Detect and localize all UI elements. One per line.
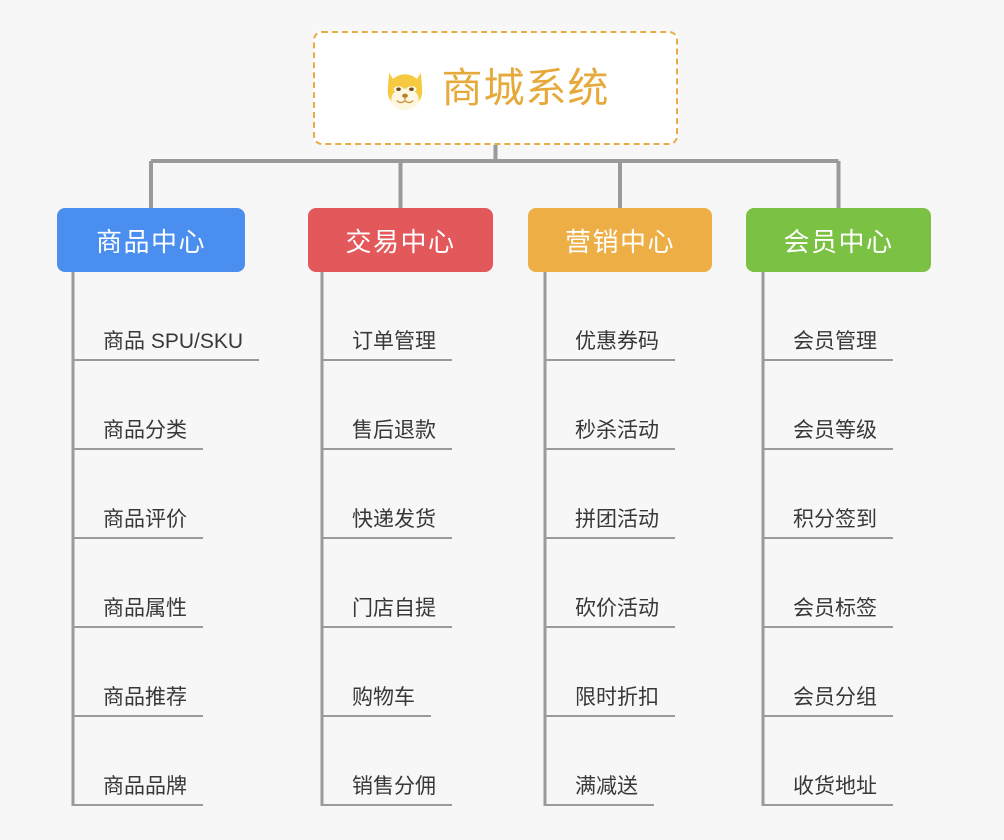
shiba-dog-face-icon <box>387 72 422 111</box>
leaf-item[interactable]: 商品 SPU/SKU <box>73 272 260 361</box>
leaf-item-label: 会员等级 <box>763 419 893 450</box>
leaf-item-label: 满减送 <box>545 775 654 806</box>
leaf-list: 优惠券码秒杀活动拼团活动砍价活动限时折扣满减送 <box>545 272 712 806</box>
category-column-2: 交易中心订单管理售后退款快递发货门店自提购物车销售分佣 <box>308 208 493 806</box>
leaf-item[interactable]: 商品品牌 <box>73 717 245 806</box>
leaf-item-label: 商品分类 <box>73 419 203 450</box>
leaf-item-label: 秒杀活动 <box>545 419 675 450</box>
leaf-item-label: 会员分组 <box>763 686 893 717</box>
leaf-item[interactable]: 会员等级 <box>763 361 931 450</box>
leaf-item-label: 订单管理 <box>322 330 452 361</box>
leaf-item-label: 砍价活动 <box>545 597 675 628</box>
leaf-item[interactable]: 商品分类 <box>73 361 245 450</box>
leaf-item[interactable]: 门店自提 <box>322 539 493 628</box>
leaf-item[interactable]: 会员管理 <box>763 272 931 361</box>
leaf-item[interactable]: 满减送 <box>545 717 712 806</box>
leaf-item-label: 拼团活动 <box>545 508 675 539</box>
leaf-item-label: 会员管理 <box>763 330 893 361</box>
leaf-item[interactable]: 拼团活动 <box>545 450 712 539</box>
leaf-list: 订单管理售后退款快递发货门店自提购物车销售分佣 <box>322 272 493 806</box>
leaf-item-label: 优惠券码 <box>545 330 675 361</box>
leaf-item[interactable]: 商品评价 <box>73 450 245 539</box>
category-column-1: 商品中心商品 SPU/SKU 商品分类商品评价商品属性商品推荐商品品牌 <box>57 208 260 806</box>
leaf-item[interactable]: 收货地址 <box>763 717 931 806</box>
leaf-item[interactable]: 会员分组 <box>763 628 931 717</box>
leaf-item-label: 门店自提 <box>322 597 452 628</box>
leaf-item-label: 商品评价 <box>73 508 203 539</box>
leaf-item-label: 收货地址 <box>763 775 893 806</box>
leaf-item-label: 商品推荐 <box>73 686 203 717</box>
category-header-1[interactable]: 商品中心 <box>57 208 245 272</box>
leaf-item-label: 快递发货 <box>322 508 452 539</box>
leaf-item[interactable]: 商品属性 <box>73 539 245 628</box>
leaf-item[interactable]: 优惠券码 <box>545 272 712 361</box>
leaf-item[interactable]: 销售分佣 <box>322 717 493 806</box>
leaf-item-label: 售后退款 <box>322 419 452 450</box>
leaf-item-label: 商品 SPU/SKU <box>73 330 260 361</box>
leaf-item[interactable]: 秒杀活动 <box>545 361 712 450</box>
leaf-item[interactable]: 购物车 <box>322 628 493 717</box>
category-column-4: 会员中心会员管理会员等级积分签到会员标签会员分组收货地址 <box>746 208 931 806</box>
leaf-item[interactable]: 售后退款 <box>322 361 493 450</box>
leaf-item-label: 限时折扣 <box>545 686 675 717</box>
leaf-list: 会员管理会员等级积分签到会员标签会员分组收货地址 <box>763 272 931 806</box>
root-title: 商城系统 <box>441 64 610 111</box>
leaf-item-label: 商品属性 <box>73 597 203 628</box>
category-header-2[interactable]: 交易中心 <box>308 208 493 272</box>
leaf-item-label: 销售分佣 <box>322 775 452 806</box>
root-node[interactable]: 商城系统 <box>313 31 678 145</box>
leaf-item-label: 商品品牌 <box>73 775 203 806</box>
category-column-3: 营销中心优惠券码秒杀活动拼团活动砍价活动限时折扣满减送 <box>528 208 712 806</box>
category-header-4[interactable]: 会员中心 <box>746 208 931 272</box>
leaf-item-label: 会员标签 <box>763 597 893 628</box>
leaf-item[interactable]: 快递发货 <box>322 450 493 539</box>
leaf-item[interactable]: 会员标签 <box>763 539 931 628</box>
leaf-item-label: 积分签到 <box>763 508 893 539</box>
leaf-item[interactable]: 限时折扣 <box>545 628 712 717</box>
category-header-3[interactable]: 营销中心 <box>528 208 712 272</box>
leaf-item[interactable]: 积分签到 <box>763 450 931 539</box>
leaf-list: 商品 SPU/SKU 商品分类商品评价商品属性商品推荐商品品牌 <box>73 272 260 806</box>
leaf-item[interactable]: 砍价活动 <box>545 539 712 628</box>
leaf-item[interactable]: 订单管理 <box>322 272 493 361</box>
leaf-item-label: 购物车 <box>322 686 431 717</box>
leaf-item[interactable]: 商品推荐 <box>73 628 245 717</box>
